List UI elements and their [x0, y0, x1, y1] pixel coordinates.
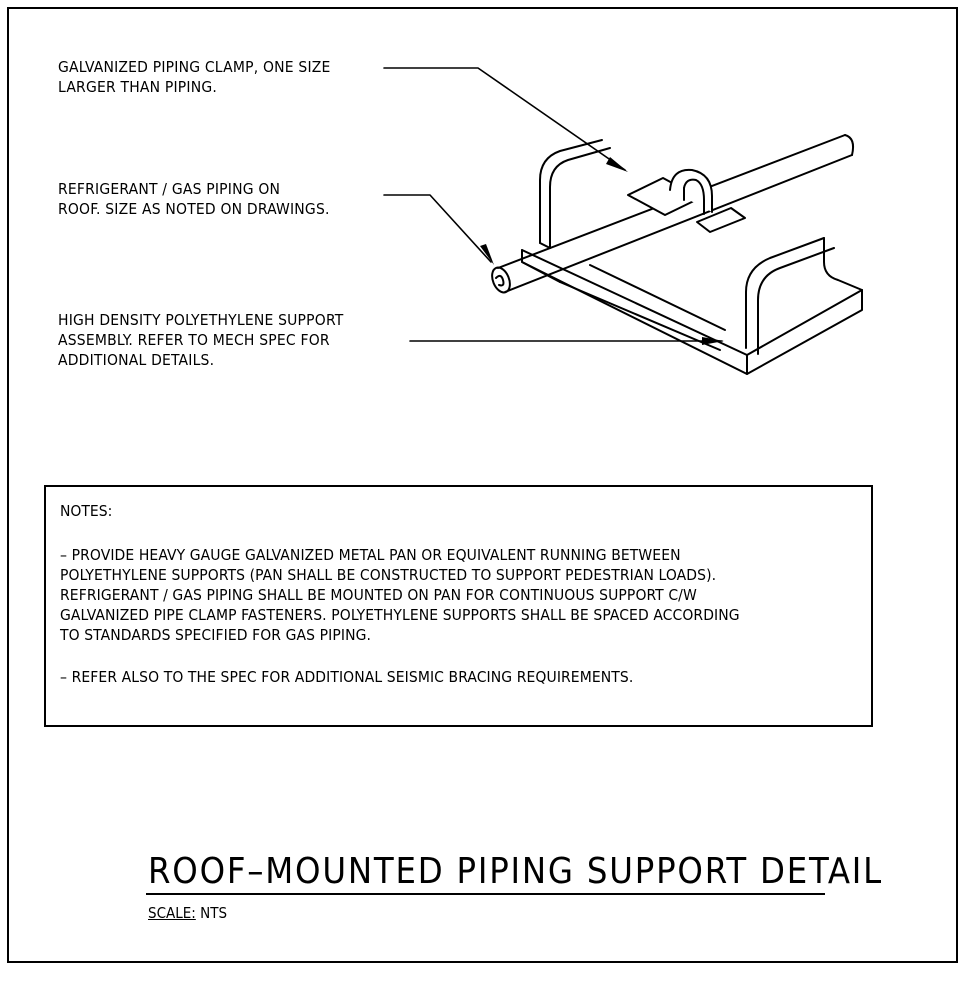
title-underline: [146, 893, 825, 895]
notes-list: – PROVIDE HEAVY GAUGE GALVANIZED METAL P…: [60, 545, 860, 709]
piping-callout: REFRIGERANT / GAS PIPING ON ROOF. SIZE A…: [58, 180, 330, 218]
notes-box: NOTES: – PROVIDE HEAVY GAUGE GALVANIZED …: [44, 485, 873, 727]
scale-value: NTS: [200, 904, 228, 922]
scale-label: SCALE:: [148, 904, 196, 922]
notes-title: NOTES:: [60, 502, 113, 520]
support-callout: HIGH DENSITY POLYETHYLENE SUPPORT ASSEMB…: [58, 311, 344, 369]
clamp-callout: GALVANIZED PIPING CLAMP, ONE SIZE LARGER…: [58, 58, 331, 96]
note-item: – PROVIDE HEAVY GAUGE GALVANIZED METAL P…: [60, 546, 740, 644]
detail-title: ROOF–MOUNTED PIPING SUPPORT DETAIL: [148, 851, 883, 892]
scale-row: SCALE: NTS: [148, 904, 227, 922]
note-item: – REFER ALSO TO THE SPEC FOR ADDITIONAL …: [60, 668, 634, 686]
